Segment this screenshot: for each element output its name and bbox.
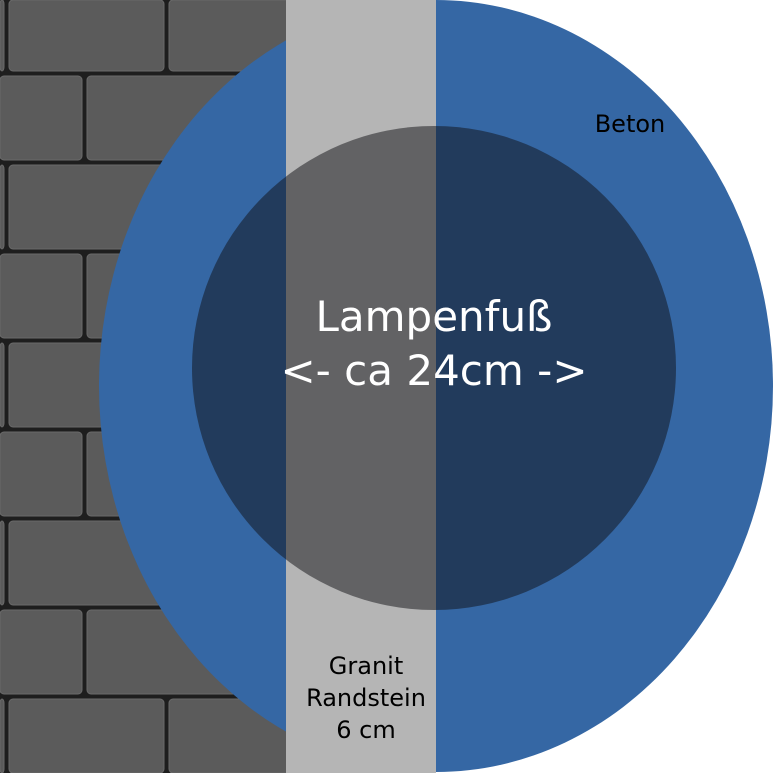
paving-stone xyxy=(0,164,5,250)
paving-stone xyxy=(0,253,83,339)
paving-stone xyxy=(0,431,83,517)
paving-stone xyxy=(8,698,165,773)
paving-stone xyxy=(8,0,165,72)
paving-stone xyxy=(0,609,83,695)
curb-label-line3: 6 cm xyxy=(336,716,396,744)
lamp-label-line2: <- ca 24cm -> xyxy=(280,346,588,395)
lamp-base-label: Lampenfuß <- ca 24cm -> xyxy=(234,290,634,398)
lamp-base-circle xyxy=(192,126,676,610)
curb-label-line2: Randstein xyxy=(306,684,426,712)
curb-label: Granit Randstein 6 cm xyxy=(286,650,446,746)
lamp-label-line1: Lampenfuß xyxy=(315,292,553,341)
paving-stone xyxy=(0,0,5,72)
concrete-label: Beton xyxy=(594,110,666,138)
paving-stone xyxy=(0,520,5,606)
paving-stone xyxy=(0,698,5,773)
curb-label-line1: Granit xyxy=(328,652,404,680)
paving-stone xyxy=(0,342,5,428)
paving-stone xyxy=(0,75,83,161)
